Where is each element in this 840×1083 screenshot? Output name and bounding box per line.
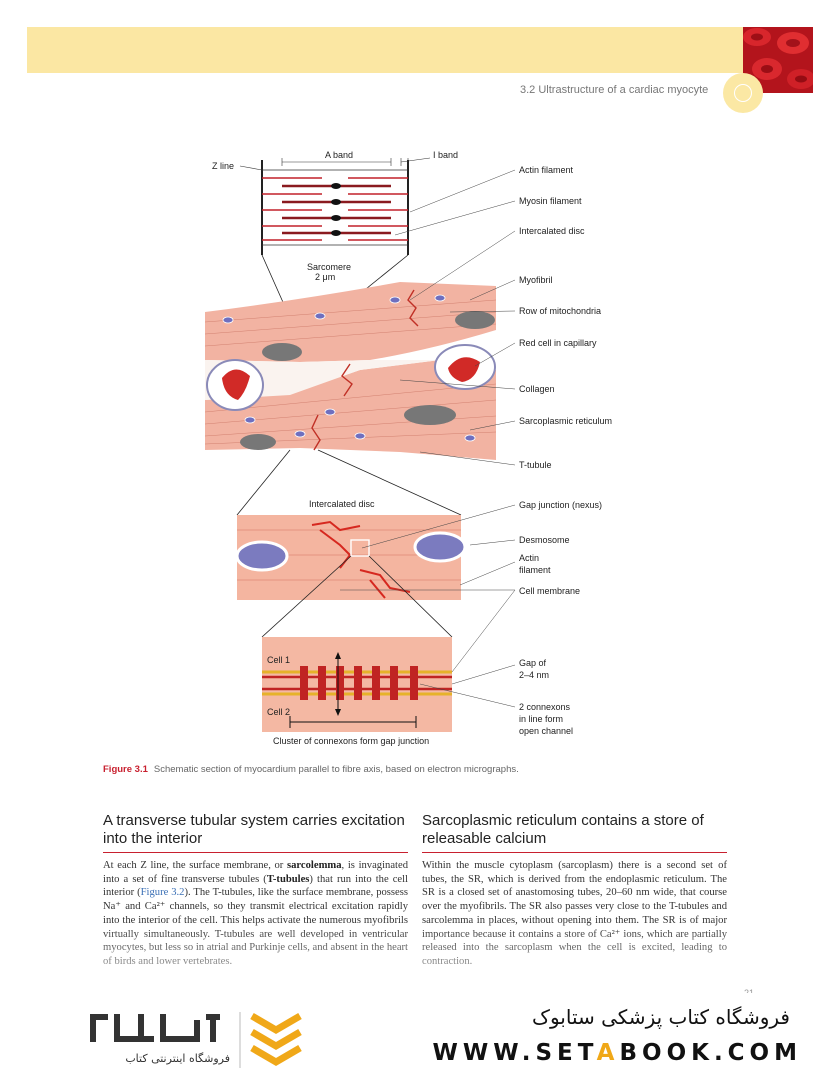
chapter-marker — [723, 73, 763, 113]
running-head: 3.2 Ultrastructure of a cardiac myocyte — [520, 84, 708, 96]
logo-wordmark — [90, 1014, 220, 1042]
label-actin: Actin filament — [519, 165, 574, 175]
label-red-cell: Red cell in capillary — [519, 338, 597, 348]
figure-caption-text: Schematic section of myocardium parallel… — [154, 764, 519, 775]
gap-junction-panel — [262, 637, 452, 732]
label-gap-1: Gap of — [519, 658, 547, 668]
store-title: فروشگاه کتاب پزشکی ستابوک — [470, 1005, 790, 1029]
label-z-line: Z line — [212, 161, 234, 171]
label-connexon-3: open channel — [519, 726, 573, 736]
myocardium-figure: Z line A band I band Sarcomere 2 μm Acti… — [200, 140, 640, 750]
label-t-tubule: T-tubule — [519, 460, 552, 470]
label-gap-2: 2–4 nm — [519, 670, 549, 680]
label-cell-membrane: Cell membrane — [519, 586, 580, 596]
store-url[interactable]: WWW.SETABOOK.COM — [432, 1040, 802, 1066]
label-myofibril: Myofibril — [519, 275, 553, 285]
label-sarcomere: Sarcomere — [307, 262, 351, 272]
right-heading: Sarcoplasmic reticulum contains a store … — [422, 812, 727, 853]
tissue-section — [205, 282, 496, 460]
header-band — [27, 27, 743, 73]
figure-link[interactable]: Figure 3.2 — [141, 887, 185, 898]
figure-number: Figure 3.1 — [103, 764, 148, 775]
store-logo — [60, 1008, 310, 1078]
logo-chevrons-icon — [252, 1016, 300, 1062]
label-cell1: Cell 1 — [267, 655, 290, 665]
label-intercalated-disc: Intercalated disc — [519, 226, 585, 236]
label-i-band: I band — [433, 150, 458, 160]
intercalated-disc-panel — [237, 450, 465, 637]
term-sarcolemma: sarcolemma — [287, 860, 342, 871]
label-cell2: Cell 2 — [267, 707, 290, 717]
label-a-band: A band — [325, 150, 353, 160]
label-connexon-1: 2 connexons — [519, 702, 571, 712]
label-connexon-2: in line form — [519, 714, 563, 724]
label-sarcomere-size: 2 μm — [315, 272, 335, 282]
label-intercalated-disc-2: Intercalated disc — [309, 499, 375, 509]
label-gap-junction: Gap junction (nexus) — [519, 500, 602, 510]
label-desmosome: Desmosome — [519, 535, 570, 545]
label-actin-1: Actin — [519, 553, 539, 563]
left-heading: A transverse tubular system carries exci… — [103, 812, 408, 853]
label-collagen: Collagen — [519, 384, 555, 394]
figure-caption: Figure 3.1 Schematic section of myocardiu… — [103, 764, 519, 775]
label-actin-2: filament — [519, 565, 551, 575]
logo-caption: فروشگاه اینترنتی کتاب — [62, 1052, 230, 1065]
label-sr: Sarcoplasmic reticulum — [519, 416, 612, 426]
term-t-tubules: T-tubules — [267, 874, 310, 885]
label-cluster: Cluster of connexons form gap junction — [273, 736, 429, 746]
label-myosin: Myosin filament — [519, 196, 582, 206]
label-mitochondria: Row of mitochondria — [519, 306, 601, 316]
